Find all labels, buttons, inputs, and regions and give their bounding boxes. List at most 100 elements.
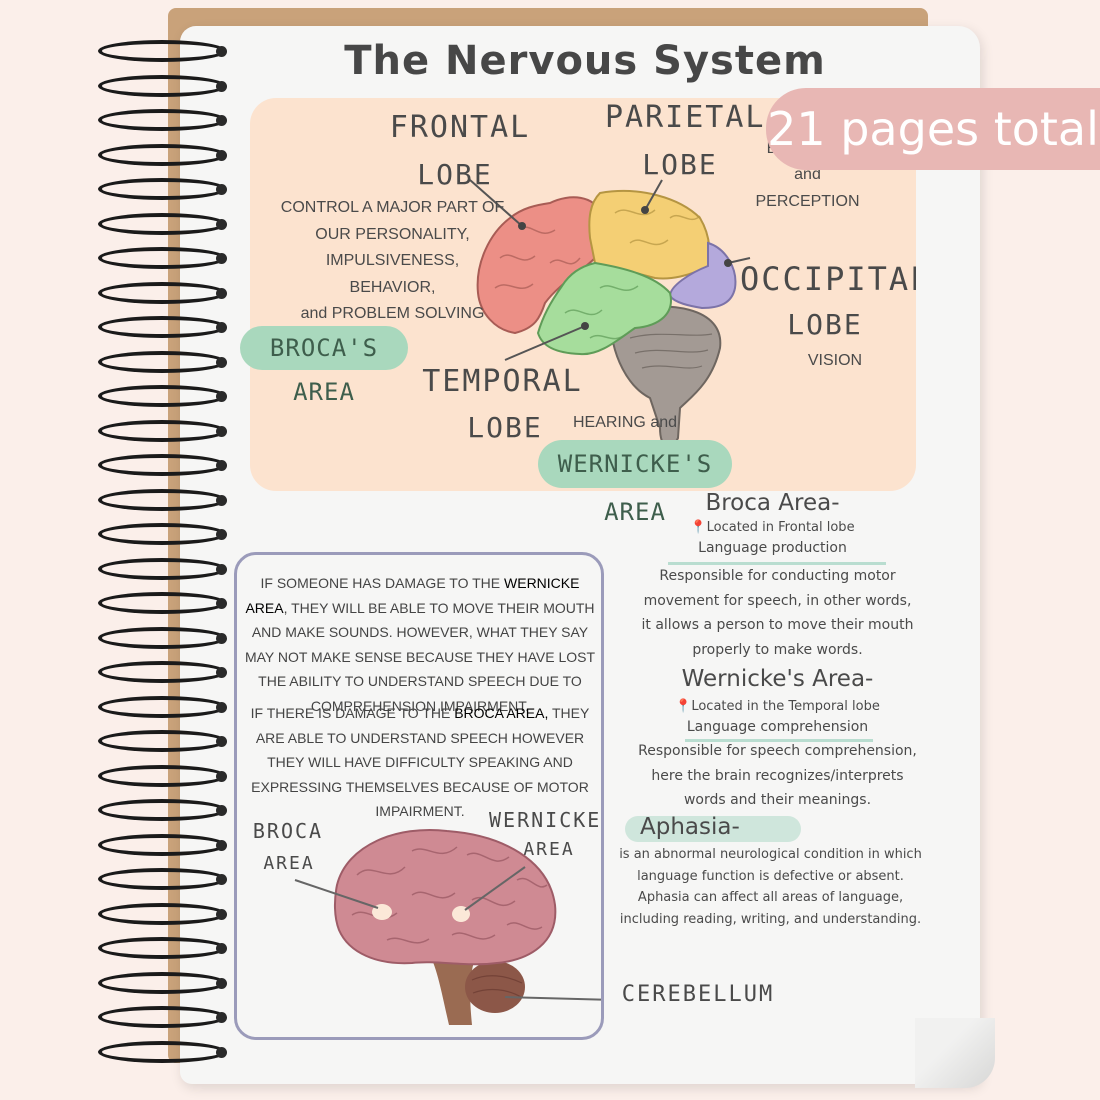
spiral-ring bbox=[88, 454, 238, 478]
spiral-ring bbox=[88, 730, 238, 754]
page-curl bbox=[915, 1018, 995, 1088]
damage-explanation-box: IF SOMEONE HAS DAMAGE TO THE WERNICKE AR… bbox=[234, 552, 604, 1040]
frontal-lobe-label-2: LOBE bbox=[417, 158, 493, 191]
spiral-ring bbox=[88, 247, 238, 271]
aphasia-heading: Aphasia- bbox=[640, 814, 740, 840]
wernicke-description: Responsible for speech comprehension, he… bbox=[615, 739, 940, 813]
wernicke-subheading: Language comprehension bbox=[686, 719, 869, 735]
temporal-lobe-label-2: LOBE bbox=[467, 411, 543, 444]
page-count-badge: 21 pages total bbox=[766, 88, 1100, 170]
spiral-ring bbox=[88, 40, 238, 64]
spiral-ring bbox=[88, 937, 238, 961]
spiral-ring bbox=[88, 592, 238, 616]
parietal-pointer bbox=[644, 179, 663, 211]
page-title: The Nervous System bbox=[344, 38, 826, 84]
spiral-ring bbox=[88, 74, 238, 99]
spiral-ring bbox=[88, 143, 238, 168]
cerebellum-pointer bbox=[504, 996, 601, 1001]
paragraph-text: , THEY WILL BE ABLE TO MOVE THEIR MOUTH … bbox=[244, 599, 596, 714]
frontal-desc-line: BEHAVIOR, bbox=[349, 278, 436, 296]
temporal-wrinkles bbox=[564, 285, 639, 340]
broca-label-2: AREA bbox=[263, 853, 315, 874]
cerebellum-lines bbox=[629, 333, 713, 369]
spiral-ring bbox=[88, 212, 238, 237]
lobes-brain-illustration bbox=[469, 179, 751, 449]
spiral-ring bbox=[88, 833, 238, 858]
spiral-ring bbox=[88, 488, 238, 513]
spiral-ring bbox=[88, 902, 238, 927]
wernicke-location-text: Located in the Temporal lobe bbox=[691, 699, 880, 714]
spiral-ring bbox=[88, 1040, 238, 1065]
wernicke-desc-line: words and their meanings. bbox=[683, 792, 872, 808]
parietal-lobe-shape bbox=[588, 190, 711, 280]
broca-damage-paragraph: IF THERE IS DAMAGE TO THE BROCA AREA, TH… bbox=[247, 701, 593, 824]
frontal-desc-line: IMPULSIVENESS, bbox=[325, 252, 460, 269]
broca-subheading: Language production bbox=[698, 540, 847, 556]
wernicke-label-2: AREA bbox=[523, 839, 575, 860]
parietal-lobe-label-2: LOBE bbox=[642, 148, 718, 181]
wernicke-desc-line: Responsible for speech comprehension, bbox=[638, 743, 917, 759]
parietal-desc-line: PERCEPTION bbox=[755, 192, 860, 210]
cerebellum-shape bbox=[465, 961, 525, 1013]
spiral-ring bbox=[88, 661, 238, 685]
pin-icon: 📍 bbox=[675, 699, 692, 714]
broca-area-pill: BROCA'S AREA bbox=[240, 326, 408, 406]
broca-description: Responsible for conducting motor movemen… bbox=[615, 564, 940, 662]
wernicke-damage-paragraph: IF SOMEONE HAS DAMAGE TO THE WERNICKE AR… bbox=[241, 571, 599, 718]
cerebellum-label: CEREBELLUM bbox=[621, 982, 775, 1007]
wernicke-pointer bbox=[464, 866, 526, 911]
frontal-desc-line: CONTROL A MAJOR PART OF bbox=[280, 199, 505, 216]
aphasia-desc-line: Aphasia can affect all areas of language… bbox=[637, 890, 904, 905]
broca-desc-line: Responsible for conducting motor bbox=[659, 568, 896, 584]
occipital-lobe-description: VISION bbox=[807, 352, 863, 369]
temporal-lobe-label: TEMPORAL bbox=[422, 364, 583, 399]
wernicke-highlight: WERNICKE AREA bbox=[245, 575, 580, 616]
aphasia-description: is an abnormal neurological condition in… bbox=[608, 844, 933, 930]
paragraph-text: THEY ARE ABLE TO UNDERSTAND SPEECH HOWEV… bbox=[251, 705, 590, 819]
spiral-ring bbox=[88, 350, 238, 375]
broca-label: BROCA bbox=[252, 819, 324, 843]
spiral-ring bbox=[88, 557, 238, 582]
frontal-desc-line: OUR PERSONALITY, bbox=[315, 225, 470, 243]
broca-desc-line: movement for speech, in other words, bbox=[643, 592, 912, 609]
aphasia-highlight bbox=[625, 816, 801, 842]
spiral-ring bbox=[88, 178, 238, 202]
frontal-lobe-label: FRONTAL bbox=[389, 110, 531, 145]
aphasia-desc-line: including reading, writing, and understa… bbox=[619, 911, 922, 927]
spiral-ring bbox=[88, 385, 238, 409]
spiral-ring bbox=[88, 1006, 238, 1030]
occipital-lobe-label-2: LOBE bbox=[787, 308, 863, 341]
broca-pointer bbox=[294, 879, 379, 909]
paragraph-text: IF THERE IS DAMAGE TO THE bbox=[250, 705, 455, 721]
frontal-pointer bbox=[469, 179, 523, 227]
frontal-desc-line: and PROBLEM SOLVING bbox=[300, 305, 485, 322]
spiral-ring bbox=[88, 626, 238, 651]
temporal-pointer bbox=[504, 325, 586, 361]
parietal-wrinkles bbox=[614, 209, 701, 246]
paragraph-text: IF SOMEONE HAS DAMAGE TO THE bbox=[260, 575, 505, 591]
parietal-lobe-description: and PERCEPTION bbox=[750, 162, 865, 215]
frontal-lobe-description: CONTROL A MAJOR PART OF OUR PERSONALITY,… bbox=[270, 195, 515, 328]
broca-underline bbox=[668, 562, 886, 565]
spiral-binding bbox=[88, 0, 248, 1100]
spiral-ring bbox=[88, 971, 238, 996]
broca-highlight: BROCA AREA, bbox=[454, 705, 549, 721]
spiral-ring bbox=[88, 419, 238, 444]
aphasia-desc-line: language function is defective or absent… bbox=[637, 868, 904, 884]
brain-2-wrinkles bbox=[351, 846, 548, 944]
parietal-lobe-label: PARIETAL bbox=[605, 100, 766, 135]
spiral-ring bbox=[88, 868, 238, 892]
broca-heading: Broca Area- bbox=[705, 490, 840, 516]
brainstem-2 bbox=[427, 950, 477, 1025]
aphasia-desc-line: is an abnormal neurological condition in… bbox=[619, 847, 922, 862]
spiral-ring bbox=[88, 764, 238, 789]
spiral-ring bbox=[88, 281, 238, 306]
occipital-lobe-label: OCCIPITAL bbox=[740, 260, 916, 298]
lobes-diagram-panel: FRONTAL LOBE CONTROL A MAJOR PART OF OUR… bbox=[250, 98, 916, 491]
broca-desc-line: properly to make words. bbox=[692, 641, 863, 658]
speech-areas-brain-illustration bbox=[294, 829, 601, 1025]
wernicke-heading: Wernicke's Area- bbox=[681, 666, 874, 692]
wernicke-desc-line: here the brain recognizes/interprets bbox=[651, 767, 904, 784]
spiral-ring bbox=[88, 109, 238, 133]
spiral-ring bbox=[88, 695, 238, 720]
